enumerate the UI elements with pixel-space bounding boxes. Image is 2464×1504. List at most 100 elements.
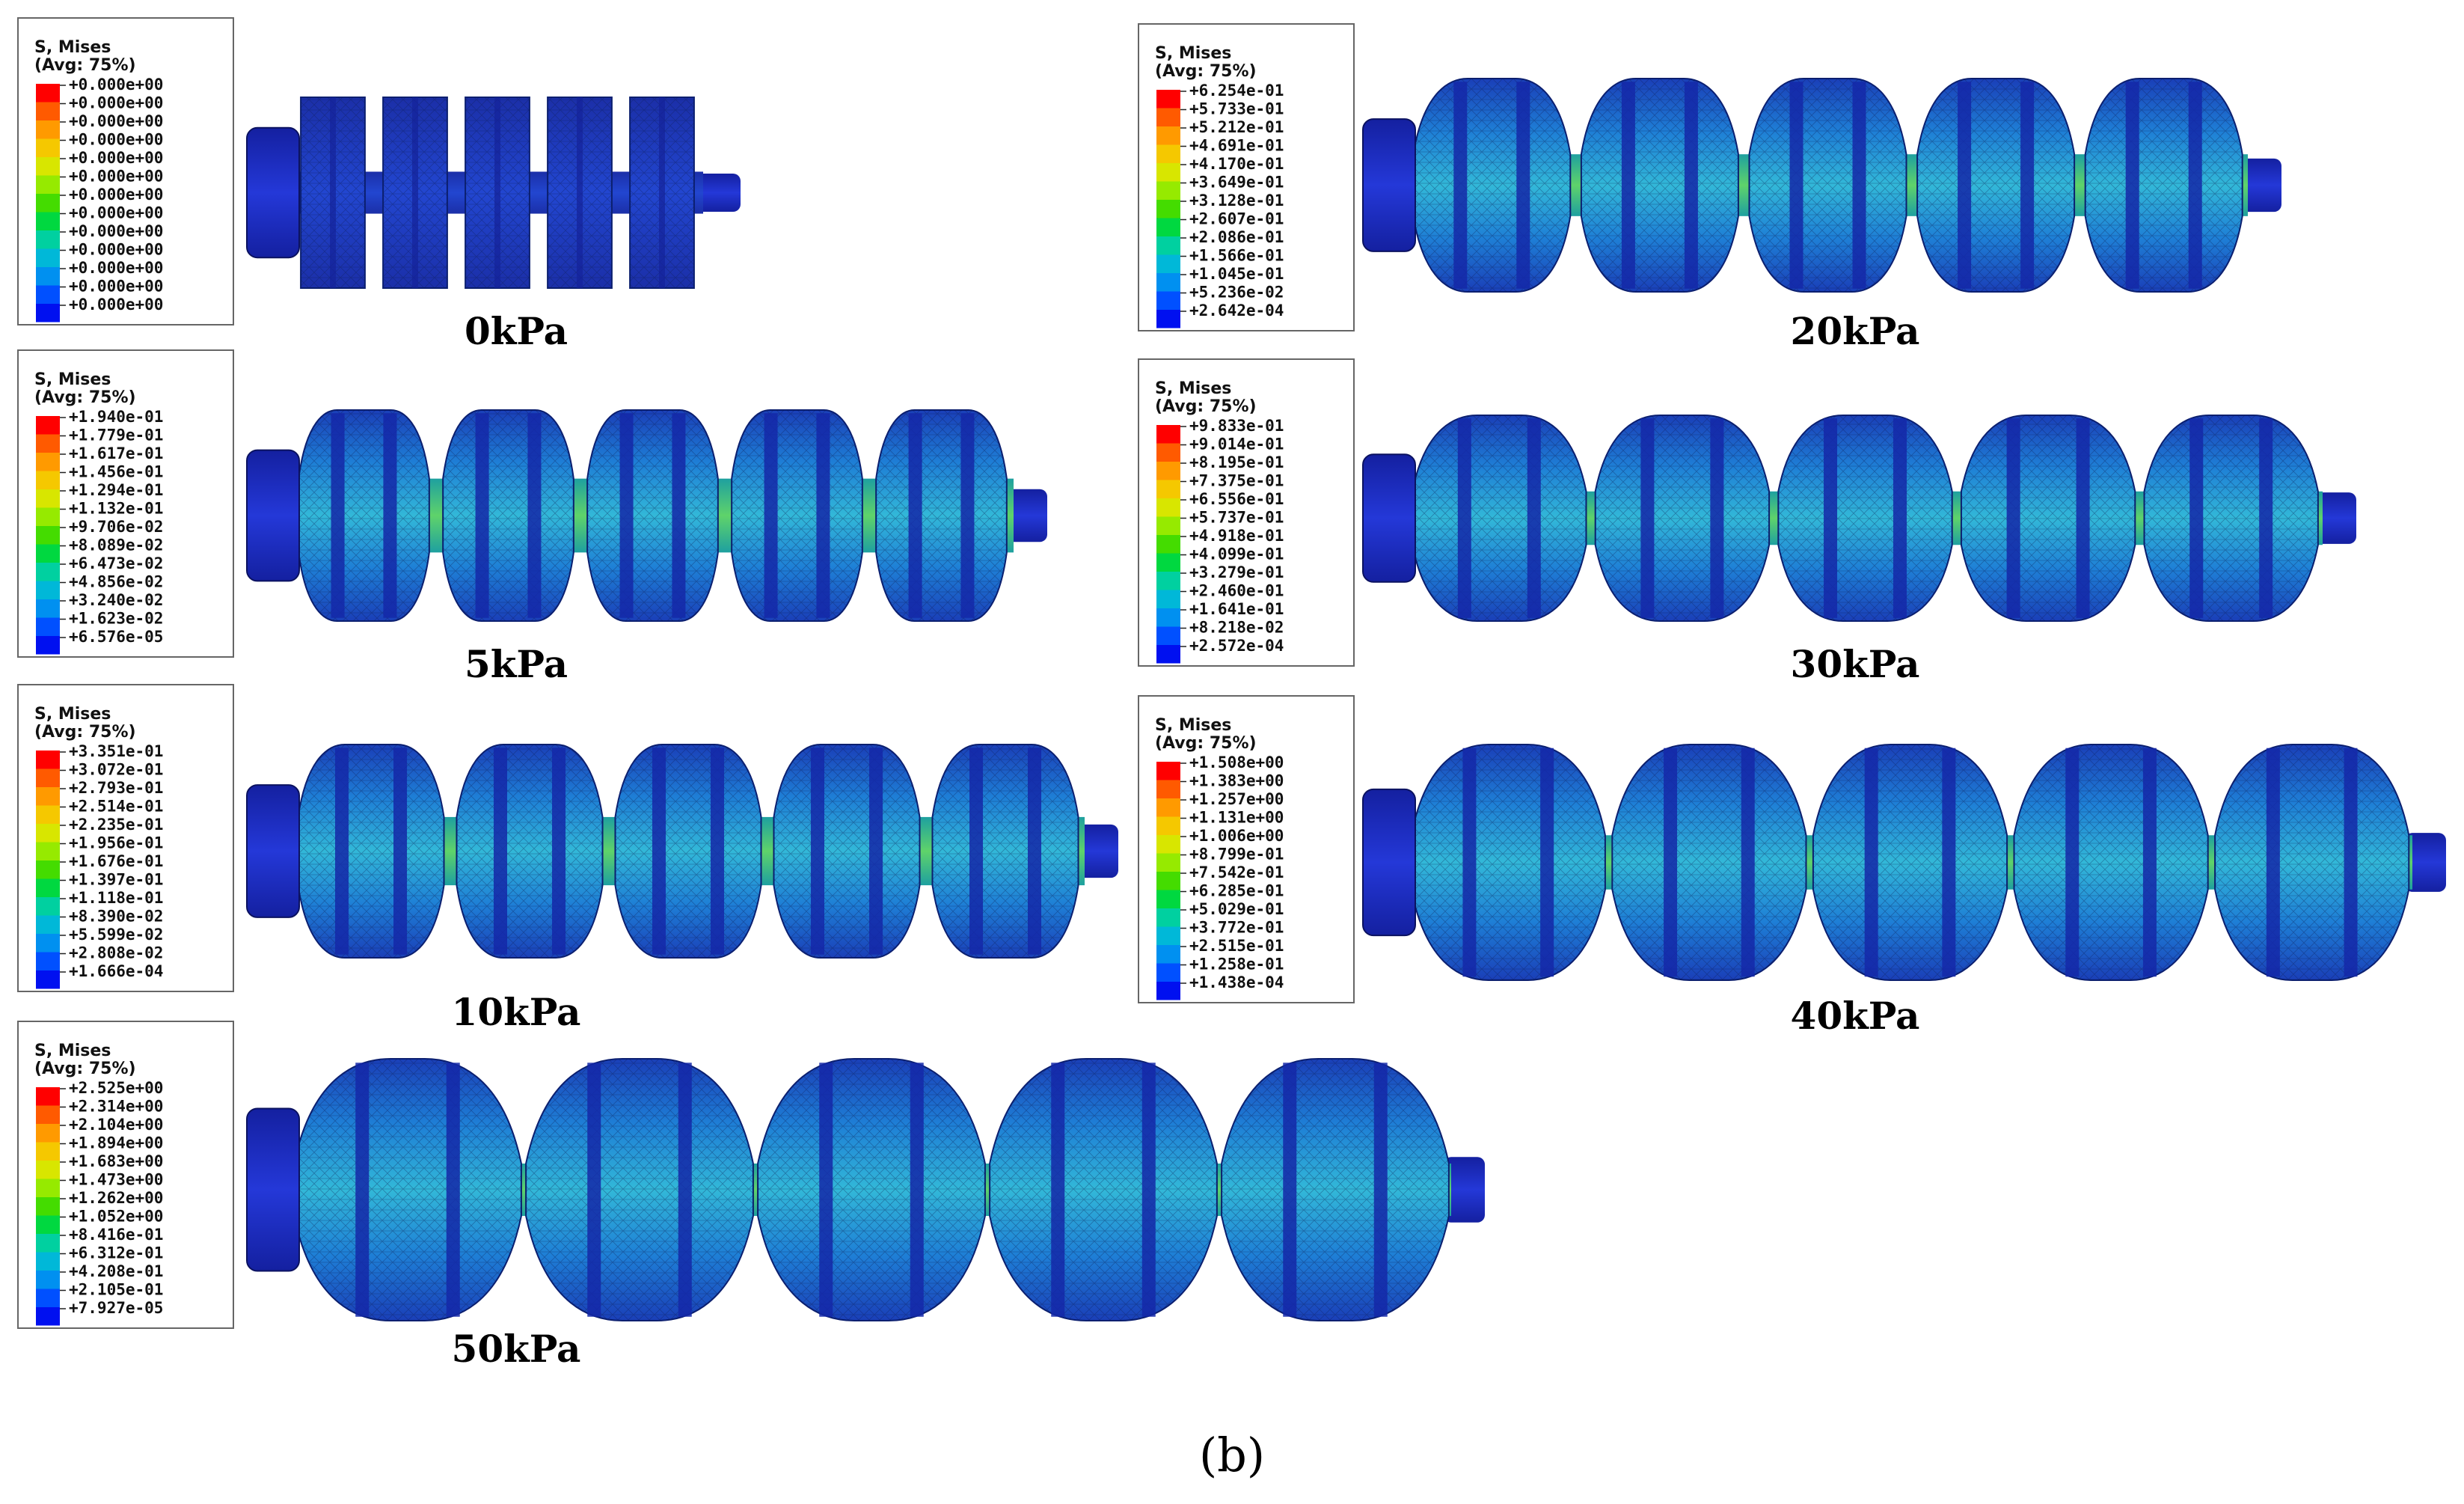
mesh-overlay [1917, 79, 2075, 292]
colorbar-segment [1156, 780, 1180, 798]
mesh-overlay [732, 410, 862, 621]
colorbar-segment [1156, 798, 1180, 817]
reinforcement-band [2076, 418, 2090, 618]
legend-value: +0.000e+00 [69, 186, 163, 204]
legend-value: +2.514e-01 [69, 798, 163, 816]
mesh-overlay [1778, 415, 1952, 621]
legend-value: +3.240e-02 [69, 591, 163, 609]
legend-value: +3.072e-01 [69, 761, 163, 779]
reinforcement-band [1789, 82, 1803, 289]
legend-value: +5.599e-02 [69, 926, 163, 944]
legend-value: +2.572e-04 [1189, 637, 1284, 655]
colorbar-segment [36, 267, 60, 286]
mesh-overlay [456, 745, 603, 958]
legend-value: +0.000e+00 [69, 149, 163, 167]
colorbar-segment [36, 636, 60, 655]
legend-value: +3.649e-01 [1189, 174, 1284, 192]
legend-avg: (Avg: 75%) [34, 723, 136, 742]
reinforcement-band [1710, 418, 1724, 618]
reinforcement-band [494, 97, 500, 288]
reinforcement-band [331, 413, 345, 618]
reinforcement-band [711, 748, 725, 955]
legend-value: +1.940e-01 [69, 408, 163, 426]
legend-value: +4.208e-01 [69, 1262, 163, 1280]
colorbar-segment [36, 212, 60, 230]
colorbar-segment [1156, 218, 1180, 236]
colorbar-segment [36, 138, 60, 157]
reinforcement-band [1453, 82, 1468, 289]
colorbar-segment [36, 787, 60, 806]
legend-value: +2.793e-01 [69, 779, 163, 797]
colorbar-segment [36, 230, 60, 249]
legend-value: +1.566e-01 [1189, 247, 1284, 265]
mesh-overlay [443, 410, 574, 621]
colorbar-segment [36, 102, 60, 120]
legend-value: +3.279e-01 [1189, 563, 1284, 581]
colorbar-segment [36, 544, 60, 563]
colorbar-segment [36, 1105, 60, 1124]
colorbar-segment [36, 434, 60, 453]
mesh-overlay [1222, 1059, 1449, 1321]
legend-heading: S, Mises [1155, 379, 1231, 398]
colorbar-segment [1156, 853, 1180, 872]
legend-avg: (Avg: 75%) [34, 56, 136, 75]
mesh-overlay [1961, 415, 2136, 621]
mesh-overlay [773, 745, 920, 958]
reinforcement-band [1824, 418, 1838, 618]
legend-heading: S, Mises [34, 38, 111, 57]
legend-value: +1.623e-02 [69, 610, 163, 628]
legend-value: +7.375e-01 [1189, 472, 1284, 490]
legend-value: +1.456e-01 [69, 463, 163, 481]
legend-value: +5.236e-02 [1189, 284, 1284, 302]
colorbar-segment [36, 805, 60, 824]
colorbar-segment [1156, 516, 1180, 535]
reinforcement-band [869, 748, 883, 955]
actuator-end-cap [1362, 118, 1416, 252]
colorbar-segment [36, 84, 60, 103]
actuator-tip [1444, 1157, 1485, 1223]
legend-avg: (Avg: 75%) [1155, 734, 1257, 753]
stress-panel-50kPa: S, Mises(Avg: 75%)+2.525e+00+2.314e+00+2… [17, 1021, 1485, 1371]
mesh-overlay [1413, 79, 1571, 292]
colorbar-segment [36, 563, 60, 581]
colorbar-segment [1156, 480, 1180, 498]
reinforcement-band [493, 748, 507, 955]
mesh-overlay [2085, 79, 2243, 292]
colorbar-segment [1156, 443, 1180, 462]
reinforcement-band [2006, 418, 2020, 618]
actuator-tip [2240, 158, 2281, 213]
legend-value: +5.212e-01 [1189, 118, 1284, 136]
legend-value: +1.666e-04 [69, 962, 163, 980]
legend-value: +0.000e+00 [69, 241, 163, 259]
colorbar-segment [36, 1142, 60, 1161]
reinforcement-band [2188, 82, 2202, 289]
colorbar-segment [1156, 310, 1180, 328]
legend-value: +3.772e-01 [1189, 919, 1284, 937]
colorbar-segment [1156, 835, 1180, 854]
mesh-overlay [298, 745, 444, 958]
legend-value: +2.105e-01 [69, 1281, 163, 1299]
colorbar-segment [36, 599, 60, 618]
reinforcement-band [764, 413, 778, 618]
reinforcement-band [1684, 82, 1698, 289]
colorbar-segment [1156, 291, 1180, 310]
reinforcement-band [960, 413, 975, 618]
legend-heading: S, Mises [34, 705, 111, 724]
reinforcement-band [1893, 418, 1907, 618]
legend-value: +1.397e-01 [69, 871, 163, 889]
reinforcement-band [330, 97, 336, 288]
colorbar-segment [36, 1215, 60, 1234]
colorbar-segment [1156, 273, 1180, 292]
colorbar-segment [36, 842, 60, 860]
legend-value: +1.131e+00 [1189, 809, 1284, 827]
colorbar-segment [1156, 498, 1180, 517]
legend-value: +0.000e+00 [69, 204, 163, 222]
colorbar-segment [36, 526, 60, 545]
actuator-end-cap [246, 126, 300, 259]
legend-value: +1.779e-01 [69, 427, 163, 444]
reinforcement-band [810, 748, 824, 955]
colorbar-segment [1156, 236, 1180, 255]
colorbar-segment [36, 860, 60, 879]
colorbar-segment [36, 194, 60, 213]
